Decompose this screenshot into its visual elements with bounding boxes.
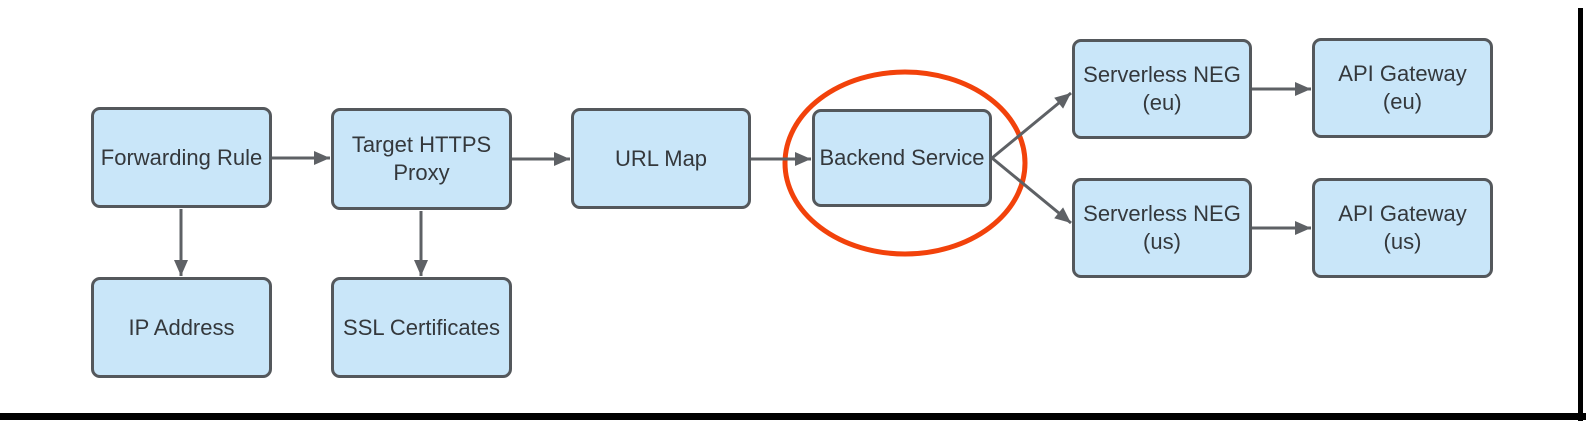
canvas-border-bottom [0, 413, 1586, 420]
connector-backend-service-to-serverless-neg-eu [991, 91, 1072, 160]
node-ssl-certificates: SSL Certificates [331, 277, 512, 378]
node-ip-address: IP Address [91, 277, 272, 378]
node-backend-service-label: Backend Service [819, 145, 985, 170]
canvas-border-right [1578, 8, 1583, 421]
node-url-map-label: URL Map [614, 145, 708, 171]
node-api-gateway-eu: API Gateway (eu) [1312, 38, 1493, 138]
node-serverless-neg-us-label: Serverless NEG (us) [1083, 201, 1241, 254]
node-api-gateway-us: API Gateway (us) [1312, 178, 1493, 278]
node-api-gateway-us-label: API Gateway (us) [1338, 201, 1467, 254]
node-url-map: URL Map [571, 108, 751, 209]
node-serverless-neg-us: Serverless NEG (us) [1072, 178, 1252, 278]
node-ssl-certificates-label: SSL Certificates [343, 314, 500, 340]
node-forwarding-rule-label: Forwarding Rule [100, 144, 263, 170]
node-backend-service: Backend Service [812, 109, 992, 207]
node-serverless-neg-eu: Serverless NEG (eu) [1072, 39, 1252, 139]
node-serverless-neg-eu-label: Serverless NEG (eu) [1083, 62, 1241, 115]
highlight-ellipse [782, 69, 1028, 257]
node-ip-address-label: IP Address [128, 314, 235, 340]
node-forwarding-rule: Forwarding Rule [91, 107, 272, 208]
node-api-gateway-eu-label: API Gateway (eu) [1338, 61, 1467, 114]
node-target-https-proxy-label: Target HTTPS Proxy [351, 132, 492, 185]
node-target-https-proxy: Target HTTPS Proxy [331, 108, 512, 210]
connector-backend-service-to-serverless-neg-us [991, 156, 1072, 225]
